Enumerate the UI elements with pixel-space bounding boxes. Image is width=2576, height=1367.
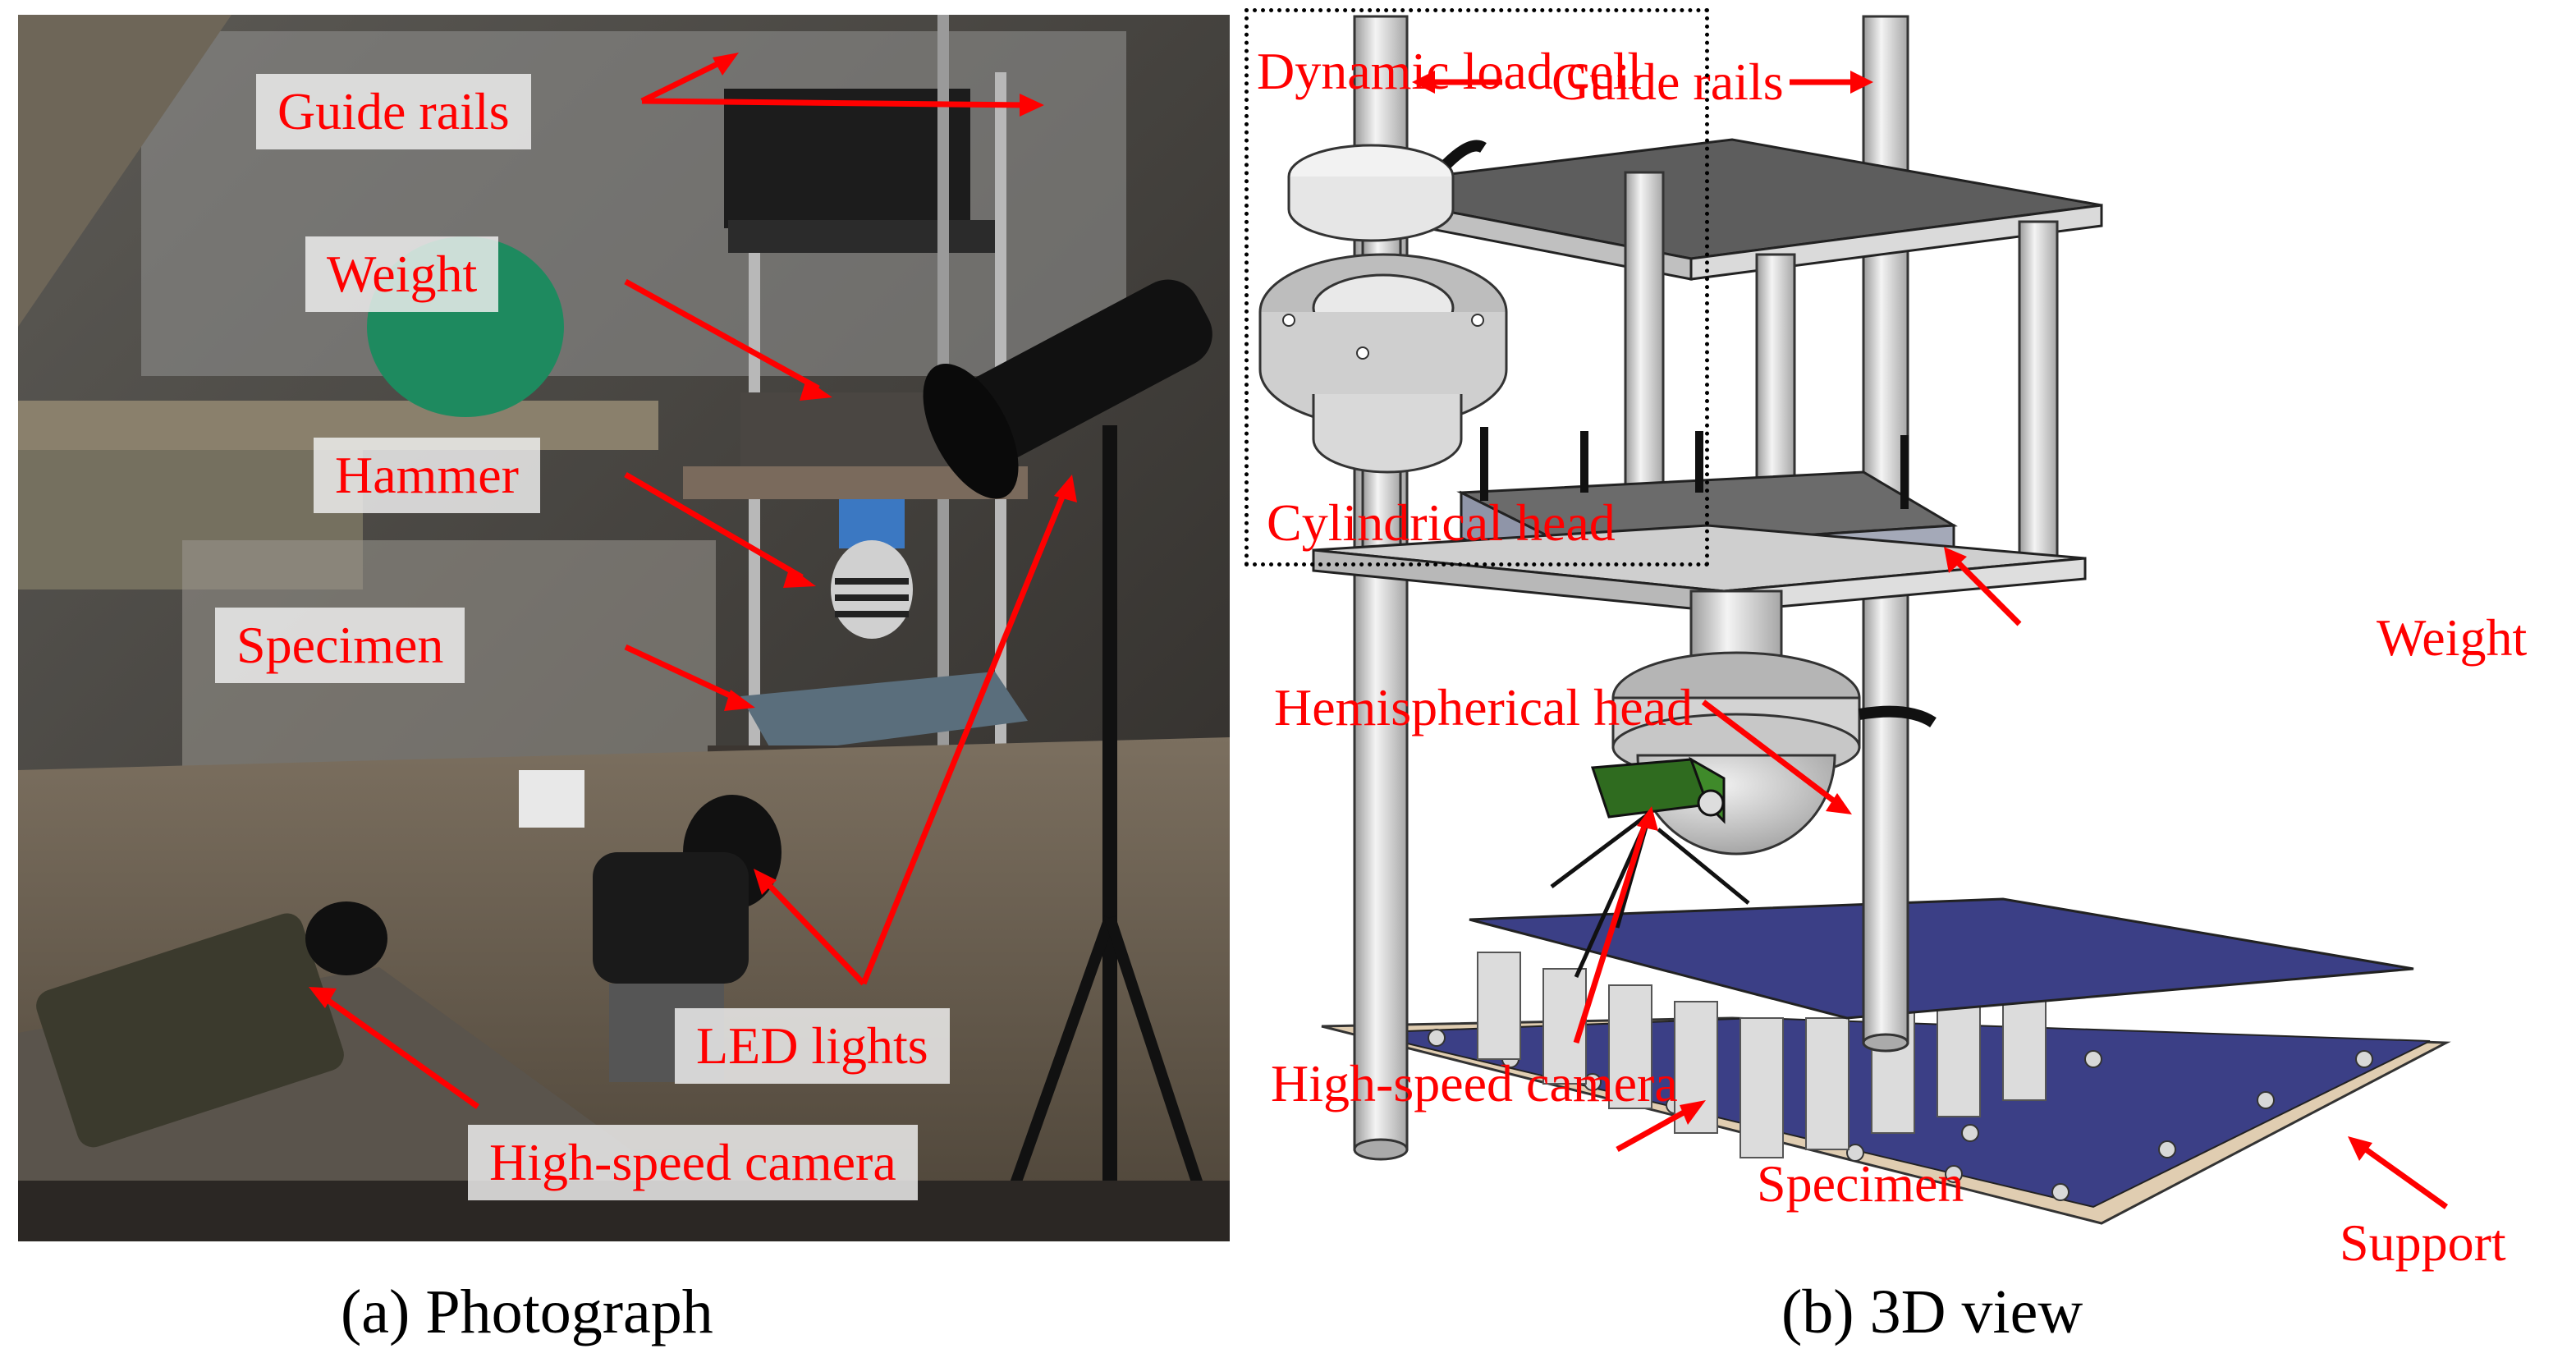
- photograph-panel: Guide rails Weight Hammer Specimen LED l…: [18, 15, 1230, 1241]
- caption-3d-view: (b) 3D view: [1781, 1278, 2083, 1346]
- label-3d-guide-rails: Guide rails: [1552, 53, 1784, 111]
- label-3d-support: Support: [2340, 1213, 2506, 1272]
- load-cell-inset: Dynamic load cell Cylindrical head: [1244, 8, 1709, 567]
- label-hammer: Hammer: [314, 438, 540, 513]
- caption-photograph: (a) Photograph: [341, 1278, 713, 1346]
- label-led-lights: LED lights: [675, 1008, 950, 1084]
- label-guide-rails: Guide rails: [256, 74, 531, 149]
- label-3d-specimen: Specimen: [1757, 1154, 1964, 1213]
- label-3d-high-speed-camera: High-speed camera: [1271, 1054, 1678, 1112]
- label-3d-weight: Weight: [2377, 608, 2528, 667]
- inset-drawing: [1258, 140, 1508, 474]
- label-3d-hemispherical-head: Hemispherical head: [1274, 678, 1693, 736]
- label-high-speed-camera: High-speed camera: [468, 1125, 918, 1200]
- label-dynamic-load-cell: Dynamic load cell: [1257, 42, 1643, 100]
- three-d-scene: [1258, 15, 2451, 1225]
- label-weight: Weight: [305, 236, 499, 312]
- label-cylindrical-head: Cylindrical head: [1267, 493, 1616, 552]
- three-d-view-panel: Guide rails Weight Hemispherical head Hi…: [1231, 0, 2576, 1269]
- photograph-scene: [18, 15, 1230, 1241]
- label-specimen: Specimen: [215, 608, 465, 683]
